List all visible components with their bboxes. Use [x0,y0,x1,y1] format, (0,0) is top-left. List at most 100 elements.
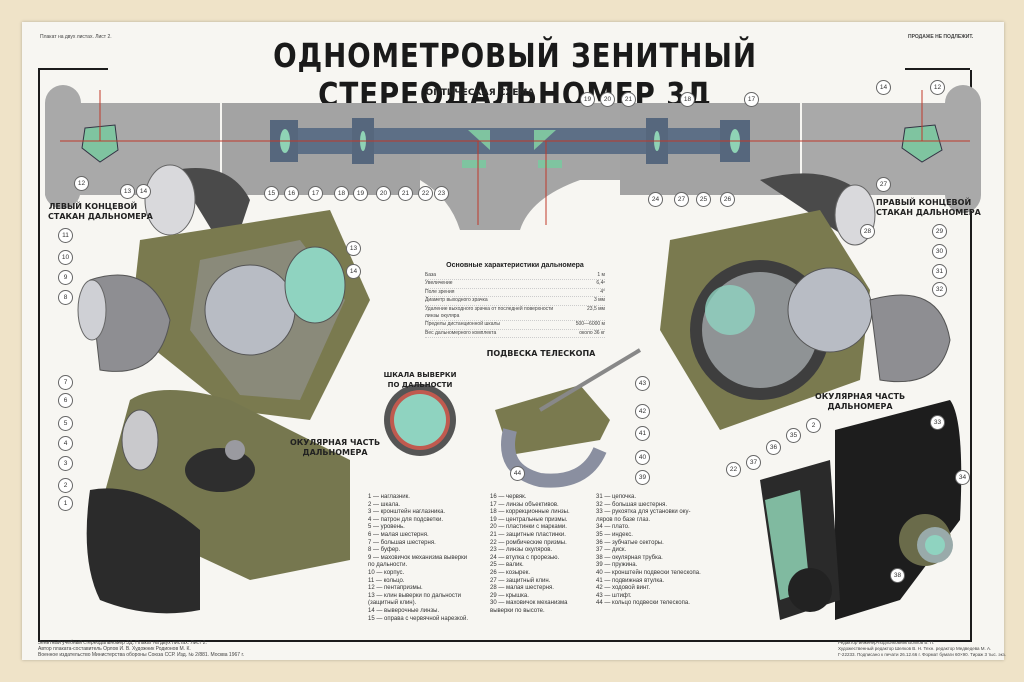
spec-row: Удаление выходного зрачка от последней п… [425,306,605,322]
legend-item: 26 — козырек. [490,569,530,576]
spec-value: 23,5 мм [587,305,605,312]
legend-column-3: 31 — цепочка.32 — большая шестерня.33 — … [596,494,701,608]
range-scale-drawing [384,384,456,456]
legend-item: 18 — коррекционные линзы. [490,509,570,516]
spec-value: 500—6000 м [575,321,605,328]
legend-column-1: 1 — наглазник.2 — шкала.3 — кронштейн на… [368,494,468,623]
legend-item: 3 — кронштейн наглазника. [368,509,446,516]
callout-marker: 24 [648,192,663,207]
callout-marker: 7 [58,375,73,390]
legend-item: 12 — пентапризмы. [368,585,423,592]
callout-marker: 42 [635,404,650,419]
callout-marker: 27 [876,177,891,192]
legend-item: по дальности. [368,562,408,569]
callout-marker: 40 [635,450,650,465]
legend-item: 36 — зубчатые секторы. [596,539,664,546]
legend-item: 21 — защитные пластинки. [490,531,566,538]
callout-marker: 18 [334,186,349,201]
callout-marker: 34 [955,470,970,485]
legend-item: 2 — шкала. [368,501,401,508]
right-pentaprism [901,124,943,163]
callout-marker: 22 [726,462,741,477]
legend-item: 41 — подвижная втулка. [596,577,665,584]
legend-item: 35 — индекс. [596,531,633,538]
callout-marker: 13 [120,184,135,199]
footer-right-line: Редактор инженер-подполковник Волков В. … [838,640,935,645]
callout-marker: 23 [434,186,449,201]
legend-item: ляров по базе глаз. [596,516,651,523]
legend-item: 27 — защитный клин. [490,577,551,584]
callout-marker: 19 [353,186,368,201]
center-housing [420,103,620,230]
callout-marker: 3 [58,456,73,471]
callout-marker: 10 [58,250,73,265]
callout-marker: 22 [418,186,433,201]
telescope-suspension-drawing [495,348,642,488]
legend-item: 8 — буфер. [368,547,401,554]
left-end-cup-label: ЛЕВЫЙ КОНЦЕВОЙ СТАКАН ДАЛЬНОМЕРА [48,202,153,222]
callout-marker: 29 [932,224,947,239]
legend-item: 1 — наглазник. [368,494,410,500]
right-end-cup-drawing [660,173,951,430]
spec-name: База [425,272,437,278]
footer-left-line: Зенитный учебный стереодальномер 3Д. Пла… [38,640,207,646]
right-end-cup-label: ПРАВЫЙ КОНЦЕВОЙ СТАКАН ДАЛЬНОМЕРА [876,198,981,218]
legend-item: 34 — плато. [596,524,630,531]
footer-left-line: Военное издательство Министерства оборон… [38,652,245,658]
legend-item: (защитный клин). [368,600,417,607]
legend-item: 39 — пружина. [596,562,638,569]
footer-right-line: Художественный редактор Шелков В. Н. Тех… [838,646,992,651]
legend-item: 38 — окулярная трубка. [596,554,663,561]
callout-marker: 12 [930,80,945,95]
callout-marker: 44 [510,466,525,481]
spec-name: Вес дальномерного комплекта [425,329,497,336]
callout-marker: 20 [600,92,615,107]
callout-marker: 14 [136,184,151,199]
right-eyepiece-label: ОКУЛЯРНАЯ ЧАСТЬ ДАЛЬНОМЕРА [810,392,910,412]
left-pentaprism [81,124,119,163]
callout-marker: 17 [744,92,759,107]
callout-marker: 8 [58,290,73,305]
frame-corner-right [905,68,970,70]
legend-item: 42 — ходовой винт. [596,585,651,592]
central-prism-right [534,130,556,150]
frame-corner-left [38,68,108,70]
spec-value: 4° [600,288,605,295]
legend-item: 10 — корпус. [368,569,405,576]
callout-marker: 17 [308,186,323,201]
spec-row: База 1 м [425,272,605,281]
right-eyepiece-drawing [760,400,962,620]
callout-marker: 25 [696,192,711,207]
legend-item: 37 — диск. [596,547,627,554]
spec-value: 1 м [597,272,605,278]
spec-value: 6,4ˣ [596,280,605,287]
legend-item: 13 — клин выверки по дальности [368,592,461,599]
callout-marker: 30 [932,244,947,259]
legend-item: 28 — малая шестерня. [490,585,554,592]
legend-item: 31 — цепочка. [596,494,637,500]
left-eyepiece-label-line1: ОКУЛЯРНАЯ ЧАСТЬ [289,438,381,447]
central-prism-left [468,130,490,150]
left-end-cup-label-line1: ЛЕВЫЙ КОНЦЕВОЙ [48,202,138,211]
spec-value: 3 мм [593,297,605,304]
legend-item: 4 — патрон для подсветки. [368,516,444,523]
optical-scheme-label: ОПТИЧЕСКАЯ СХЕМА [425,88,535,98]
right-end-cup-label-line2: СТАКАН ДАЛЬНОМЕРА [876,208,981,217]
left-eyepiece-label: ОКУЛЯРНАЯ ЧАСТЬ ДАЛЬНОМЕРА [285,438,385,458]
callout-marker: 37 [746,455,761,470]
right-eyepiece-label-line1: ОКУЛЯРНАЯ ЧАСТЬ [814,392,906,401]
callout-marker: 18 [680,92,695,107]
left-eyepiece-label-line2: ДАЛЬНОМЕРА [302,448,368,457]
left-end-cup-drawing [77,164,370,420]
callout-marker: 43 [635,376,650,391]
legend-item: 23 — линзы окуляров. [490,547,553,554]
legend-item: 6 — малая шестерня. [368,531,429,538]
callout-marker: 35 [786,428,801,443]
legend-item: 11 — кольцо. [368,577,405,584]
right-eyepiece-label-line2: ДАЛЬНОМЕРА [827,402,893,411]
callout-marker: 21 [621,92,636,107]
legend-item: 43 — штифт. [596,592,632,599]
